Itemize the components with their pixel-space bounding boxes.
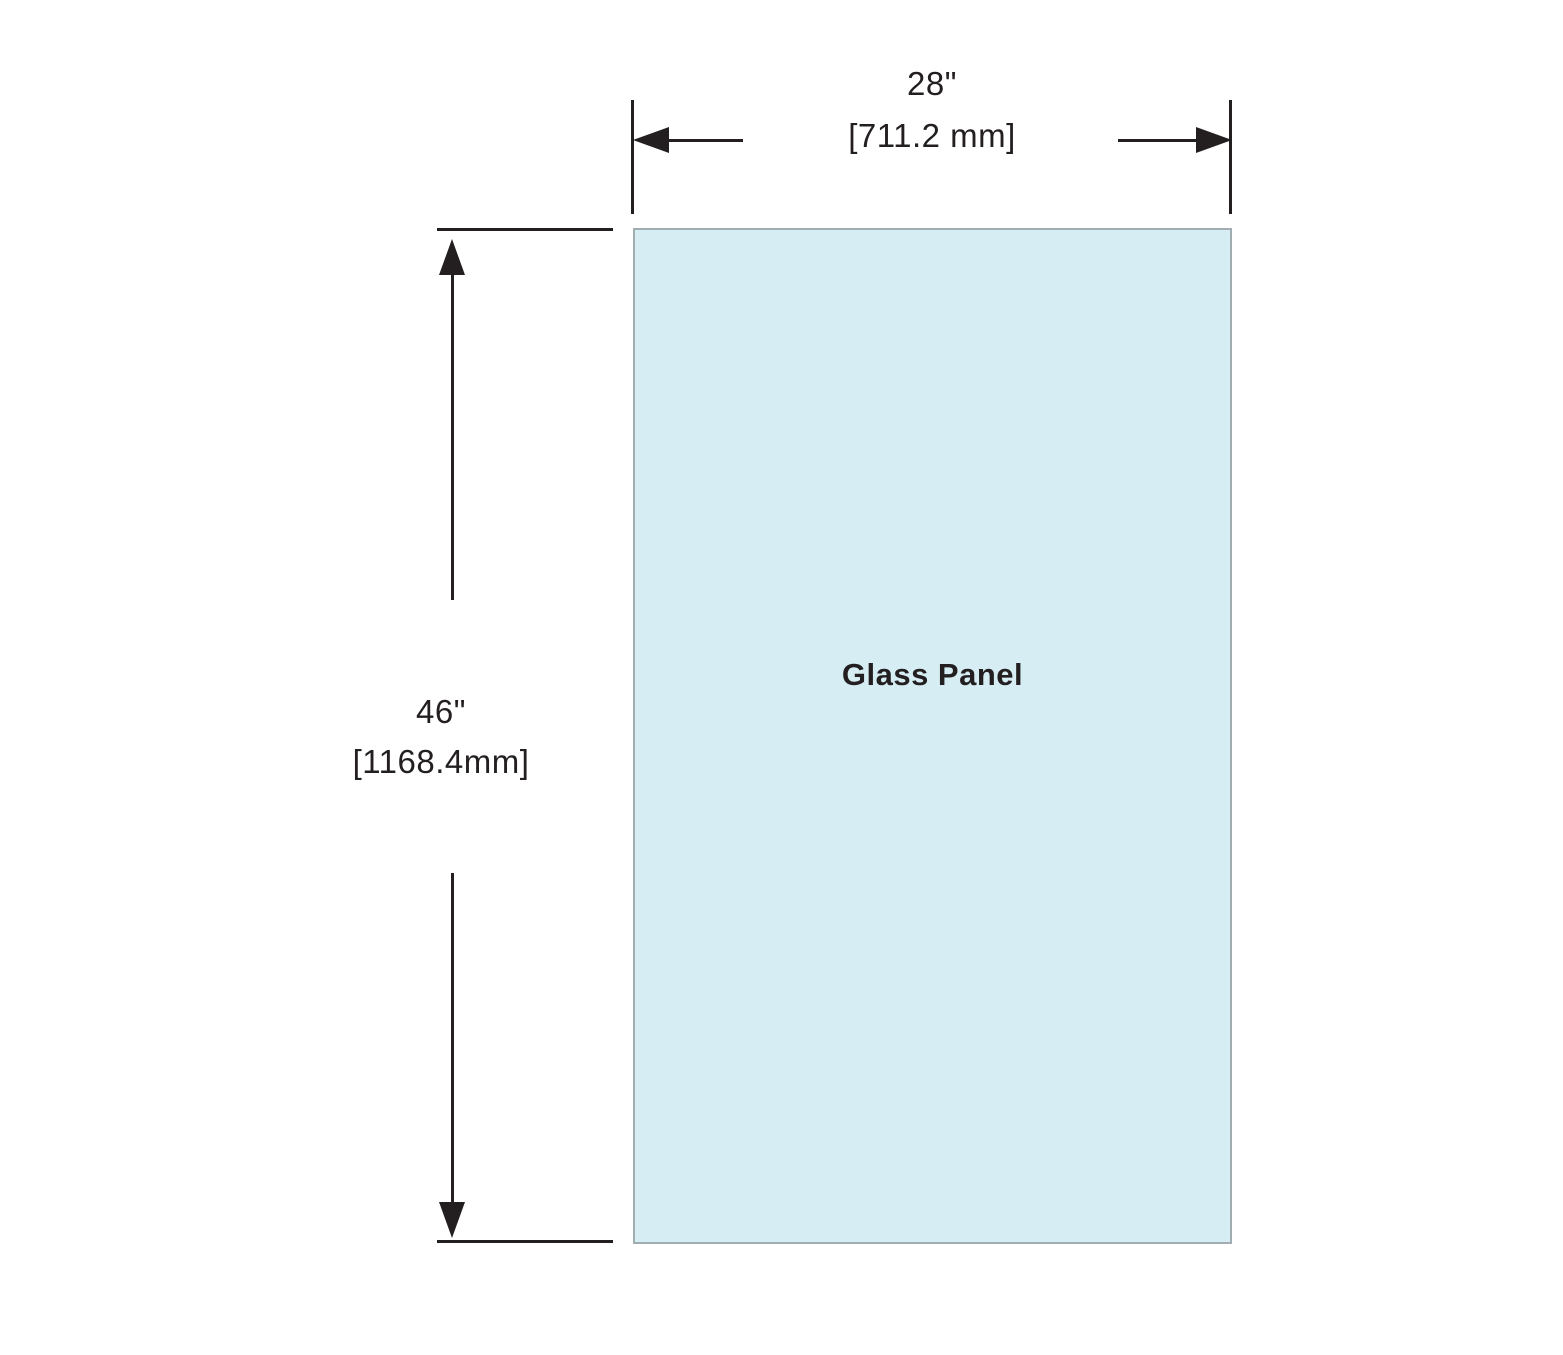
height-extension-line-bottom	[437, 1240, 613, 1243]
height-dimension-label: 46" [1168.4mm]	[291, 687, 591, 787]
height-dim-line-upper	[451, 270, 454, 600]
height-extension-line-top	[437, 228, 613, 231]
width-dim-line-left	[655, 139, 743, 142]
width-extension-line-left	[631, 100, 634, 214]
width-dimension-label: 28" [711.2 mm]	[732, 58, 1132, 162]
width-metric-label: [711.2 mm]	[848, 117, 1016, 154]
arrow-up-icon	[439, 239, 465, 275]
height-metric-label: [1168.4mm]	[352, 743, 530, 780]
height-dim-line-lower	[451, 873, 454, 1208]
glass-panel-label: Glass Panel	[841, 657, 1024, 692]
arrow-right-icon	[1196, 127, 1232, 153]
height-inches-label: 46"	[416, 693, 466, 730]
width-extension-line-right	[1229, 100, 1232, 214]
width-dim-line-right	[1118, 139, 1206, 142]
arrow-down-icon	[439, 1202, 465, 1238]
glass-panel: Glass Panel	[633, 228, 1232, 1244]
arrow-left-icon	[633, 127, 669, 153]
width-inches-label: 28"	[907, 65, 957, 102]
